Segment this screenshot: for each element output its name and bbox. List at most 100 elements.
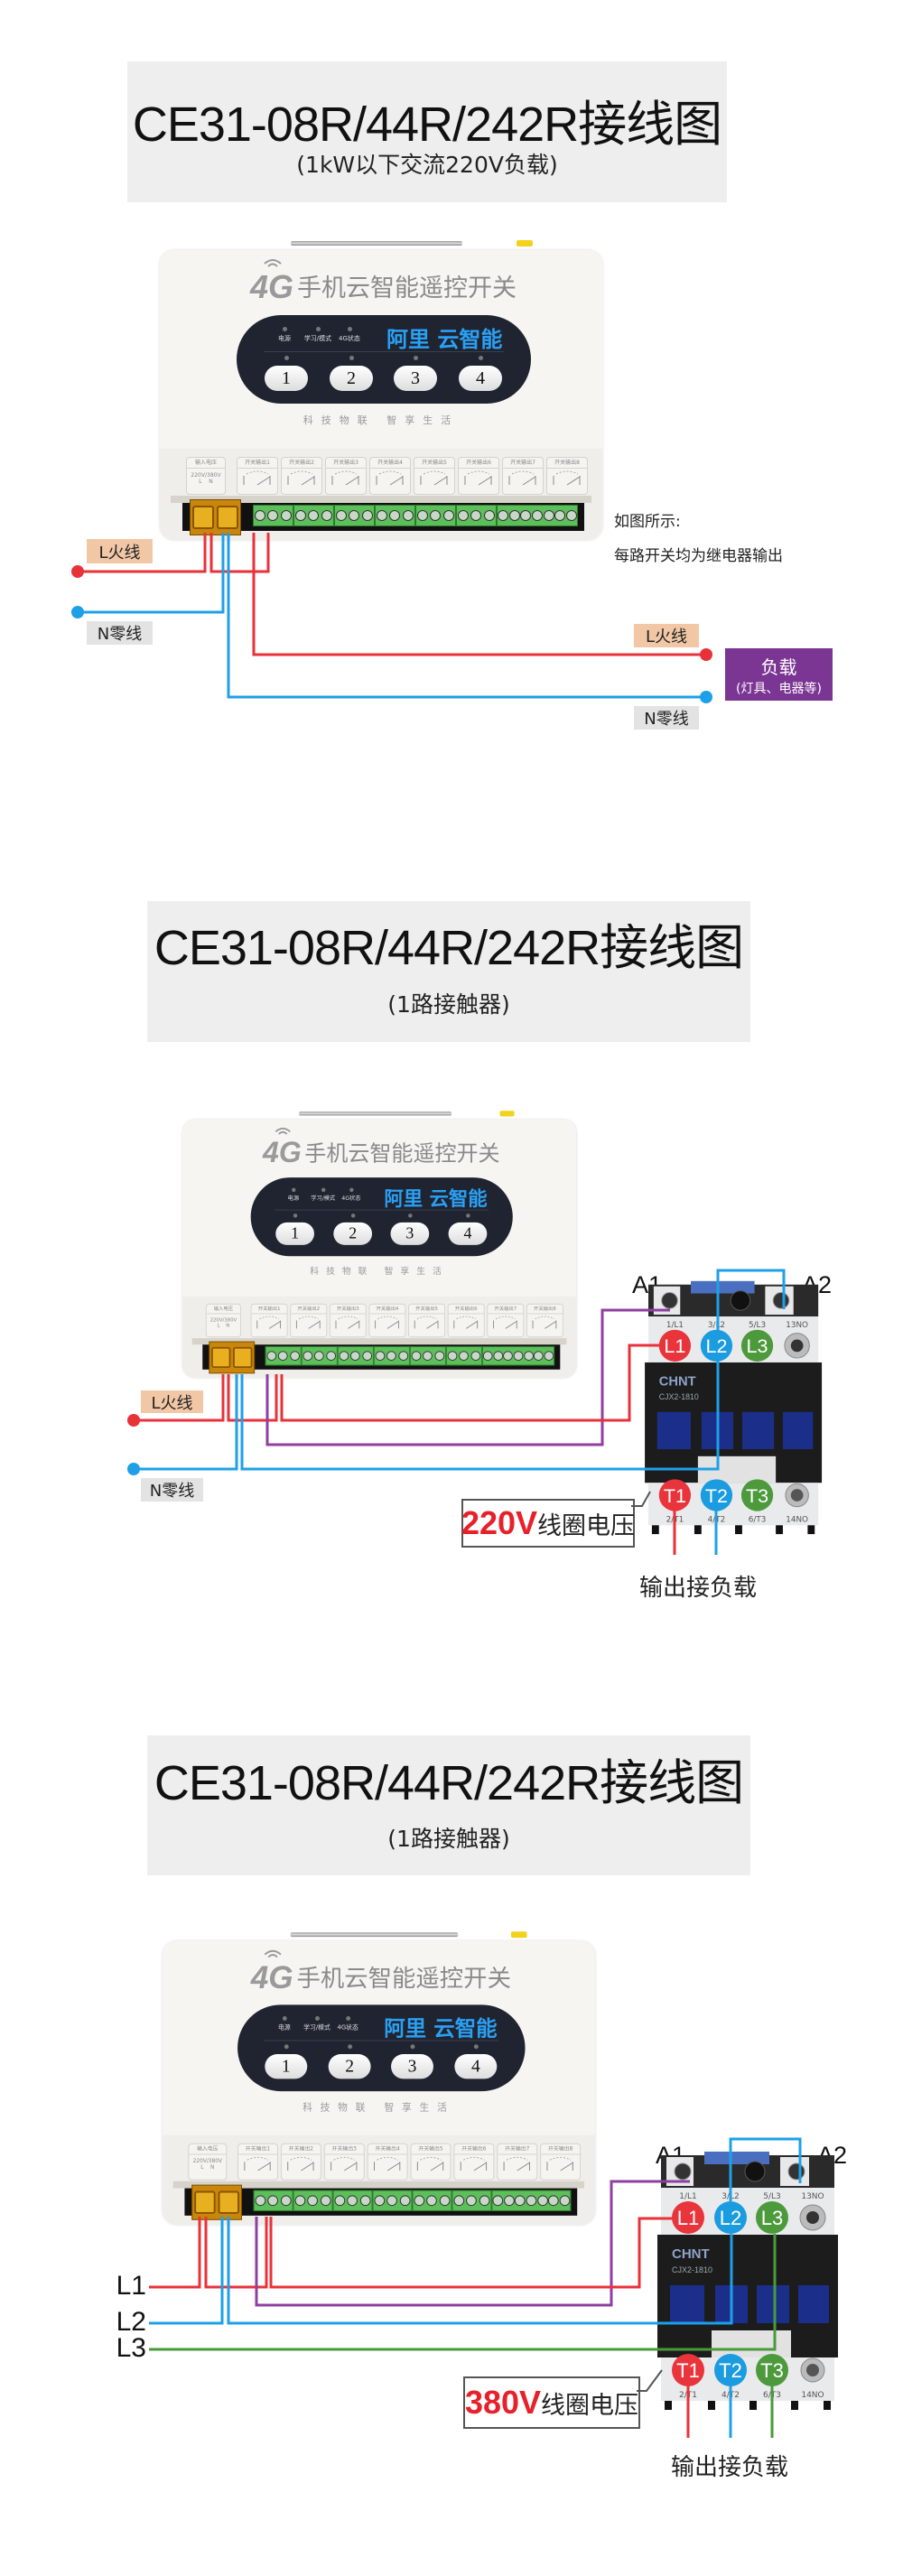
indicator-power: 电源 [262,2016,306,2032]
indicator-label: 学习/模式 [303,335,332,342]
terminal-l1: L1 [658,1329,692,1362]
input-voltage-label: 输入电压 220V/380V L N [188,2143,228,2181]
output-terminal-block[interactable] [293,2190,333,2211]
power-terminal[interactable] [191,2184,242,2220]
indicator-label: 4G状态 [339,335,360,342]
output-terminal-block[interactable] [456,505,497,526]
output-terminal-block[interactable] [375,505,415,526]
switch-button-3[interactable]: 3 [391,2054,433,2079]
output-terminal-block[interactable] [445,1345,482,1366]
screw-icon [744,2161,766,2182]
device-body: 4G 手机云智能遥控开关 电源 学习/模式 4G状态 阿里 云智能 1 2 3 … [163,1941,595,2225]
slogan: 科技物联 智享生活 [310,1265,449,1277]
output-label: 开关输出7 [497,2143,538,2181]
smart-switch-device: 4G 手机云智能遥控开关 电源 学习/模式 4G状态 阿里 云智能 1 2 3 … [182,1111,577,1378]
output-label: 开关输出3 [329,1303,367,1338]
panel-divider [264,2040,499,2041]
4g-badge: 4G [250,268,294,305]
output-name: 开关输出4 [369,1305,405,1315]
switch-button-3[interactable]: 3 [394,366,437,391]
switch-button-4[interactable]: 4 [454,2054,498,2079]
led-icon [282,327,287,331]
output-terminal-block[interactable] [293,505,334,526]
output-name: 开关输出5 [408,1305,445,1315]
relay-symbol-icon [335,1316,360,1329]
output-terminal-block[interactable] [332,2190,373,2211]
coil-voltage: 380V [464,2384,542,2421]
svg-text:T1: T1 [664,1484,686,1507]
output-name: 开关输出2 [291,1305,327,1315]
relay-symbol-icon [287,2156,314,2171]
switch-button-3[interactable]: 3 [390,1222,430,1245]
product-name: 手机云智能遥控开关 [304,1141,500,1167]
terminal-strip [182,499,584,535]
indicator-power: 电源 [262,327,307,343]
live-output-dot [700,648,712,661]
output-terminal-block[interactable] [412,2190,452,2211]
relay-symbol-icon [376,470,404,486]
switch-button-2[interactable]: 2 [328,2054,371,2079]
output-name: 开关输出6 [459,458,498,469]
power-terminal[interactable] [209,1341,256,1374]
antenna [299,1111,452,1116]
wire-l3-contactor [149,2234,777,2351]
output-terminal-block[interactable] [452,2190,492,2211]
section-subtitle: (1路接触器) [387,991,510,1018]
terminal-t2: T2 [700,1479,733,1511]
output-terminal-block[interactable] [491,2190,572,2211]
input-terminals: L N [199,479,213,485]
output-terminal-block[interactable] [337,1345,374,1366]
relay-symbol-icon [416,2156,444,2171]
output-label: 开关输出6 [447,1303,485,1338]
output-terminal-block[interactable] [373,1345,410,1366]
output-terminal-block[interactable] [334,505,375,526]
output-terminal-block[interactable] [481,1345,555,1366]
output-terminal-block[interactable] [409,1345,446,1366]
output-name: 开关输出4 [368,2144,407,2155]
4g-badge: 4G [250,1958,293,1995]
live-input-tag: L火线 [141,1390,203,1413]
indicator-mode: 学习/模式 [303,1187,344,1203]
input-voltage: 220V/380V [209,1316,237,1324]
switch-button-1[interactable]: 1 [275,1222,314,1245]
output-terminal-block[interactable] [497,505,578,526]
output-terminal-block[interactable] [253,505,293,526]
output-terminal-block[interactable] [265,1345,302,1366]
output-terminal-block[interactable] [372,2190,413,2211]
output-terminal-block[interactable] [415,505,456,526]
switch-button-4[interactable]: 4 [448,1222,488,1245]
relay-symbol-icon [331,470,359,486]
output-name: 开关输出5 [411,2144,451,2155]
coil-voltage: 220V [461,1504,538,1541]
contactor-2-terminals: L1 L2 L3 T1 T2 T3 [658,1329,774,1511]
wire-l2-in [149,2217,224,2325]
output-name: 开关输出4 [370,458,410,469]
wifi-icon [275,1127,291,1135]
contactor-body: 1/L1 3/L2 5/L3 13NO CHNT CJX2-1810 2/T1 … [657,2152,838,2410]
output-label: 开关输出7 [487,1303,525,1338]
switch-button-4[interactable]: 4 [459,366,502,391]
output-terminal-block[interactable] [253,2190,293,2211]
switch-button-2[interactable]: 2 [333,1222,373,1245]
wire-l2-a2-jumper [716,1269,786,1332]
output-terminal-block[interactable] [301,1345,338,1366]
relay-symbol-icon [460,2156,488,2171]
wire-l1-common [204,2217,268,2289]
load-subtitle: (灯具、电器等) [736,682,822,696]
contactor-terminals: L1 L2 L3 T1 T2 T3 [672,2201,788,2386]
input-terminals: L N [200,2164,215,2171]
output-load-label: 输出接负载 [638,1575,758,1602]
live-input-dot [71,565,84,578]
panel-divider [264,351,504,352]
switch-button-2[interactable]: 2 [330,366,373,391]
contactor-3-terminals: L1 L2 L3 T1 T2 T3 [672,2201,788,2386]
a2-screw-icon [787,2162,805,2181]
switch-button-1[interactable]: 1 [265,2054,308,2079]
switch-button-1[interactable]: 1 [265,366,308,391]
svg-text:T2: T2 [705,1484,728,1507]
power-terminal[interactable] [190,499,241,535]
output-label: 开关输出5 [410,2143,452,2181]
panel-divider [275,1209,489,1211]
